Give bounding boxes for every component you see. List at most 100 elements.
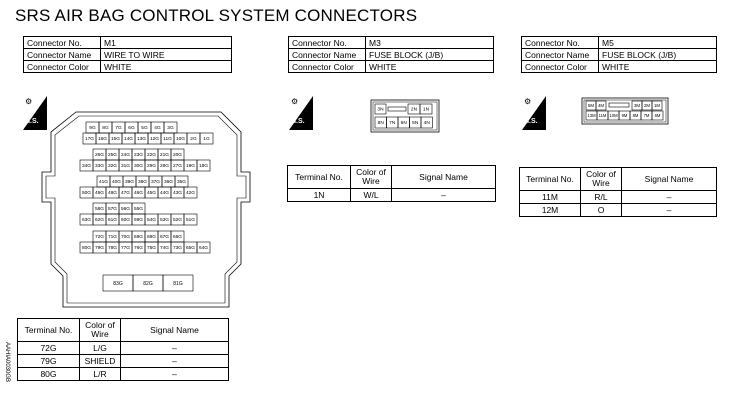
side-code: AAHIA0030GB (2, 332, 12, 394)
pin-label: 75G (147, 245, 156, 251)
pin-label: 26G (95, 152, 104, 158)
connector-glyph-icon: ⚙ (524, 97, 532, 106)
pin-label: 62G (95, 217, 104, 223)
pin-label: 19G (186, 163, 195, 169)
page-title: SRS AIR BAG CONTROL SYSTEM CONNECTORS (15, 6, 418, 25)
pin-cell (651, 100, 663, 111)
terminal-no-header: Terminal No. (519, 167, 581, 191)
pin-label: 71G (108, 234, 117, 240)
pin-label: 69G (134, 234, 143, 240)
pin-label: 70G (121, 234, 130, 240)
connector-name-label: Connector Name (23, 48, 101, 61)
connector-name-value: FUSE BLOCK (J/B) (598, 48, 717, 61)
pin-label: 7G (115, 125, 122, 131)
terminal-no: 72G (17, 341, 80, 355)
m5-outer (581, 97, 669, 125)
pin-label: 51G (186, 217, 195, 223)
pin-label: 78G (108, 245, 117, 251)
m1-inner-outline (45, 115, 247, 304)
connector-no-value: M1 (100, 36, 232, 49)
pin-label: 2G (190, 136, 197, 142)
pin-label: 11G (163, 136, 172, 142)
pin-label: 77G (121, 245, 130, 251)
pin-label: 41G (99, 179, 108, 185)
pin-label: 4M (598, 103, 604, 108)
wire-color: SHIELD (79, 354, 121, 368)
pin-label: 79G (95, 245, 104, 251)
pin-cell (374, 103, 387, 115)
pin-label: 30G (134, 163, 143, 169)
pin-label: 48G (108, 190, 117, 196)
pin-label: 56G (121, 206, 130, 212)
pin-label: 33G (95, 163, 104, 169)
pin-label: 76G (134, 245, 143, 251)
connector-glyph-icon: ⚙ (291, 97, 299, 106)
connector-color-label: Connector Color (23, 60, 101, 73)
wire-color-header: Color of Wire (79, 318, 121, 342)
pin-label: 38G (138, 179, 147, 185)
m3-outer (370, 99, 440, 133)
pin-cell (651, 110, 664, 121)
hs-label: H.S. (25, 118, 39, 125)
pin-label: 80G (82, 245, 91, 251)
pin-label: 10G (176, 136, 185, 142)
pin-label: 35G (177, 179, 186, 185)
connector-color-value: WHITE (100, 60, 232, 73)
pin-label: 50G (82, 190, 91, 196)
pin-label: 4N (424, 120, 431, 126)
harness-side-icon: ⚙ H.S. (522, 96, 546, 130)
pin-label: 24G (121, 152, 130, 158)
pin-label: 6G (128, 125, 135, 131)
connector-color-label: Connector Color (521, 60, 599, 73)
pin-label: 40G (112, 179, 121, 185)
pin-cell (420, 116, 433, 129)
pin-label: 34G (82, 163, 91, 169)
pin-label: 17G (85, 136, 94, 142)
pin-label: 65G (186, 245, 195, 251)
pin-cell (183, 213, 198, 226)
pin-cell (196, 241, 211, 254)
pin-label: 42G (186, 190, 195, 196)
connector-name-value: WIRE TO WIRE (100, 48, 232, 61)
pin-label: 11M (599, 113, 607, 118)
signal-name: – (391, 188, 496, 202)
pin-cell (199, 132, 214, 145)
pin-label: 57G (108, 206, 117, 212)
terminal-no-header: Terminal No. (287, 165, 351, 189)
pin-cell (183, 186, 198, 199)
m5-inner (583, 99, 667, 123)
connector-color-label: Connector Color (288, 60, 366, 73)
pin-label: 31G (121, 163, 130, 169)
wire-color: R/L (580, 190, 622, 204)
pin-label: 3M (634, 103, 640, 108)
signal-name: – (120, 367, 229, 381)
pin-label: 45G (147, 190, 156, 196)
side-code-text: AAHIA0030GB (4, 341, 10, 383)
pin-label: 13M (587, 113, 596, 118)
m3-inner (372, 101, 438, 131)
pin-label: 10M (609, 113, 618, 118)
connector-no-label: Connector No. (288, 36, 366, 49)
m1-outline (41, 111, 251, 308)
pin-cell (196, 159, 211, 172)
pin-label: 1N (423, 107, 430, 113)
pin-label: 5M (588, 103, 594, 108)
pin-label: 6M (655, 113, 661, 118)
connector-no-value: M3 (365, 36, 494, 49)
pin-label: 59G (134, 217, 143, 223)
pin-label: 23G (134, 152, 143, 158)
pin-label: 4G (154, 125, 161, 131)
signal-name: – (120, 341, 229, 355)
signal-name-header: Signal Name (621, 167, 717, 191)
connector-name-value: FUSE BLOCK (J/B) (365, 48, 494, 61)
signal-name: – (120, 354, 229, 368)
pin-label: 25G (108, 152, 117, 158)
pin-label: 9M (622, 113, 628, 118)
connector-no-value: M5 (598, 36, 717, 49)
